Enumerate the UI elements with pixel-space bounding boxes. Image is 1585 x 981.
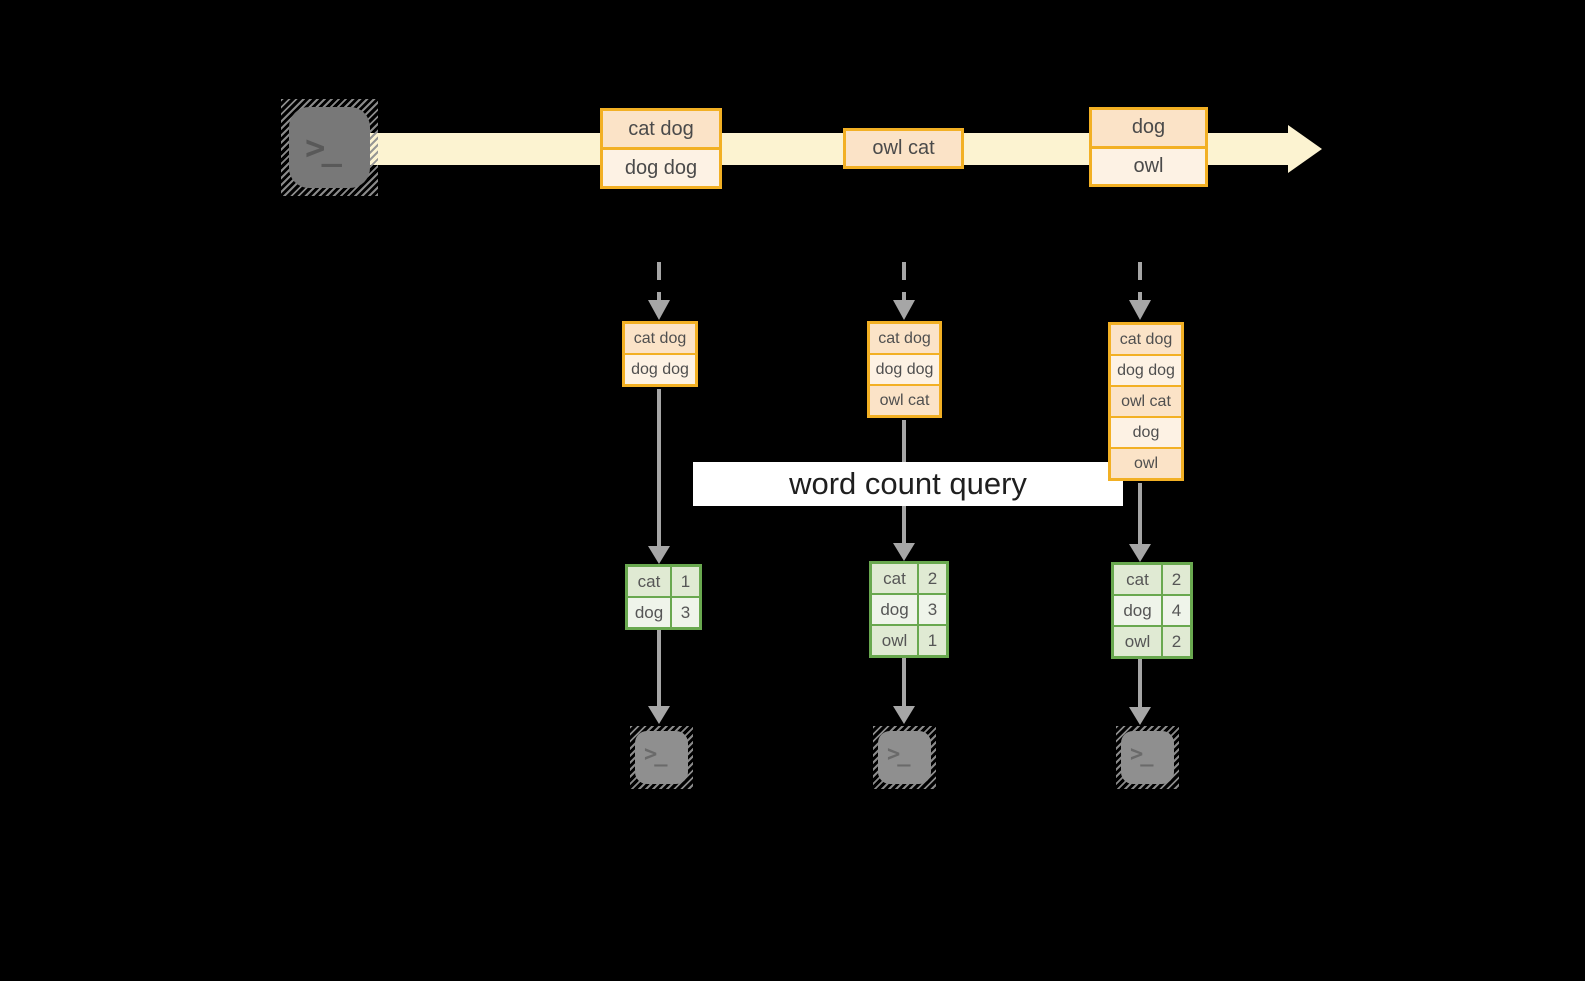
buffered-event-label: dog dog xyxy=(1111,354,1181,385)
arrow-head-icon xyxy=(893,706,915,724)
dashed-arrow-head-icon xyxy=(1129,300,1151,320)
dashed-arrow-head-icon xyxy=(893,300,915,320)
stream-arrow-head-icon xyxy=(1288,125,1322,173)
dashed-arrow-head-icon xyxy=(648,300,670,320)
stream-event-box: owl cat xyxy=(843,128,964,169)
stream-event-label: owl xyxy=(1092,145,1205,184)
terminal-body: >_ xyxy=(289,107,370,188)
stream-event-label: owl cat xyxy=(846,131,961,166)
arrow-head-icon xyxy=(1129,544,1151,562)
source-terminal-icon: >_ xyxy=(281,99,378,196)
arrow-line xyxy=(1138,483,1142,544)
terminal-body: >_ xyxy=(878,731,931,784)
arrow-head-icon xyxy=(1129,707,1151,725)
stream-event-label: dog dog xyxy=(603,147,719,186)
terminal-prompt-icon: >_ xyxy=(644,742,667,767)
word-cell: dog xyxy=(1114,596,1161,625)
sink-terminal-icon: >_ xyxy=(630,726,693,789)
count-cell: 1 xyxy=(919,626,946,655)
count-cell: 3 xyxy=(672,598,699,627)
buffered-event-label: dog xyxy=(1111,416,1181,447)
word-cell: cat xyxy=(628,567,670,596)
arrow-line xyxy=(902,658,906,706)
count-cell: 2 xyxy=(1163,627,1190,656)
terminal-prompt-icon: >_ xyxy=(887,742,910,767)
buffered-event-label: owl cat xyxy=(870,384,939,415)
terminal-prompt-icon: >_ xyxy=(305,128,342,168)
count-cell: 1 xyxy=(672,567,699,596)
terminal-body: >_ xyxy=(1121,731,1174,784)
stream-event-label: dog xyxy=(1092,110,1205,146)
count-cell: 3 xyxy=(919,595,946,624)
arrow-line xyxy=(657,630,661,706)
word-cell: owl xyxy=(872,626,917,655)
word-cell: owl xyxy=(1114,627,1161,656)
arrow-head-icon xyxy=(648,706,670,724)
word-cell: dog xyxy=(872,595,917,624)
dashed-arrow-line xyxy=(1138,262,1142,302)
buffered-event-label: dog dog xyxy=(625,353,695,384)
query-banner-label: word count query xyxy=(789,466,1027,501)
count-cell: 4 xyxy=(1163,596,1190,625)
buffered-event-label: owl cat xyxy=(1111,385,1181,416)
buffered-event-label: cat dog xyxy=(625,324,695,353)
buffered-event-label: cat dog xyxy=(1111,325,1181,354)
word-cell: dog xyxy=(628,598,670,627)
arrow-line xyxy=(657,389,661,546)
word-cell: cat xyxy=(1114,565,1161,594)
dashed-arrow-line xyxy=(657,262,661,302)
word-count-query-banner: word count query xyxy=(693,462,1123,506)
buffered-event-label: dog dog xyxy=(870,353,939,384)
terminal-body: >_ xyxy=(635,731,688,784)
dashed-arrow-line xyxy=(902,262,906,302)
sink-terminal-icon: >_ xyxy=(1116,726,1179,789)
buffered-event-label: owl xyxy=(1111,447,1181,478)
stream-event-label: cat dog xyxy=(603,111,719,147)
buffered-event-label: cat dog xyxy=(870,324,939,353)
count-cell: 2 xyxy=(1163,565,1190,594)
sink-terminal-icon: >_ xyxy=(873,726,936,789)
word-cell: cat xyxy=(872,564,917,593)
arrow-head-icon xyxy=(893,543,915,561)
arrow-line xyxy=(1138,659,1142,707)
count-cell: 2 xyxy=(919,564,946,593)
arrow-head-icon xyxy=(648,546,670,564)
terminal-prompt-icon: >_ xyxy=(1130,742,1153,767)
